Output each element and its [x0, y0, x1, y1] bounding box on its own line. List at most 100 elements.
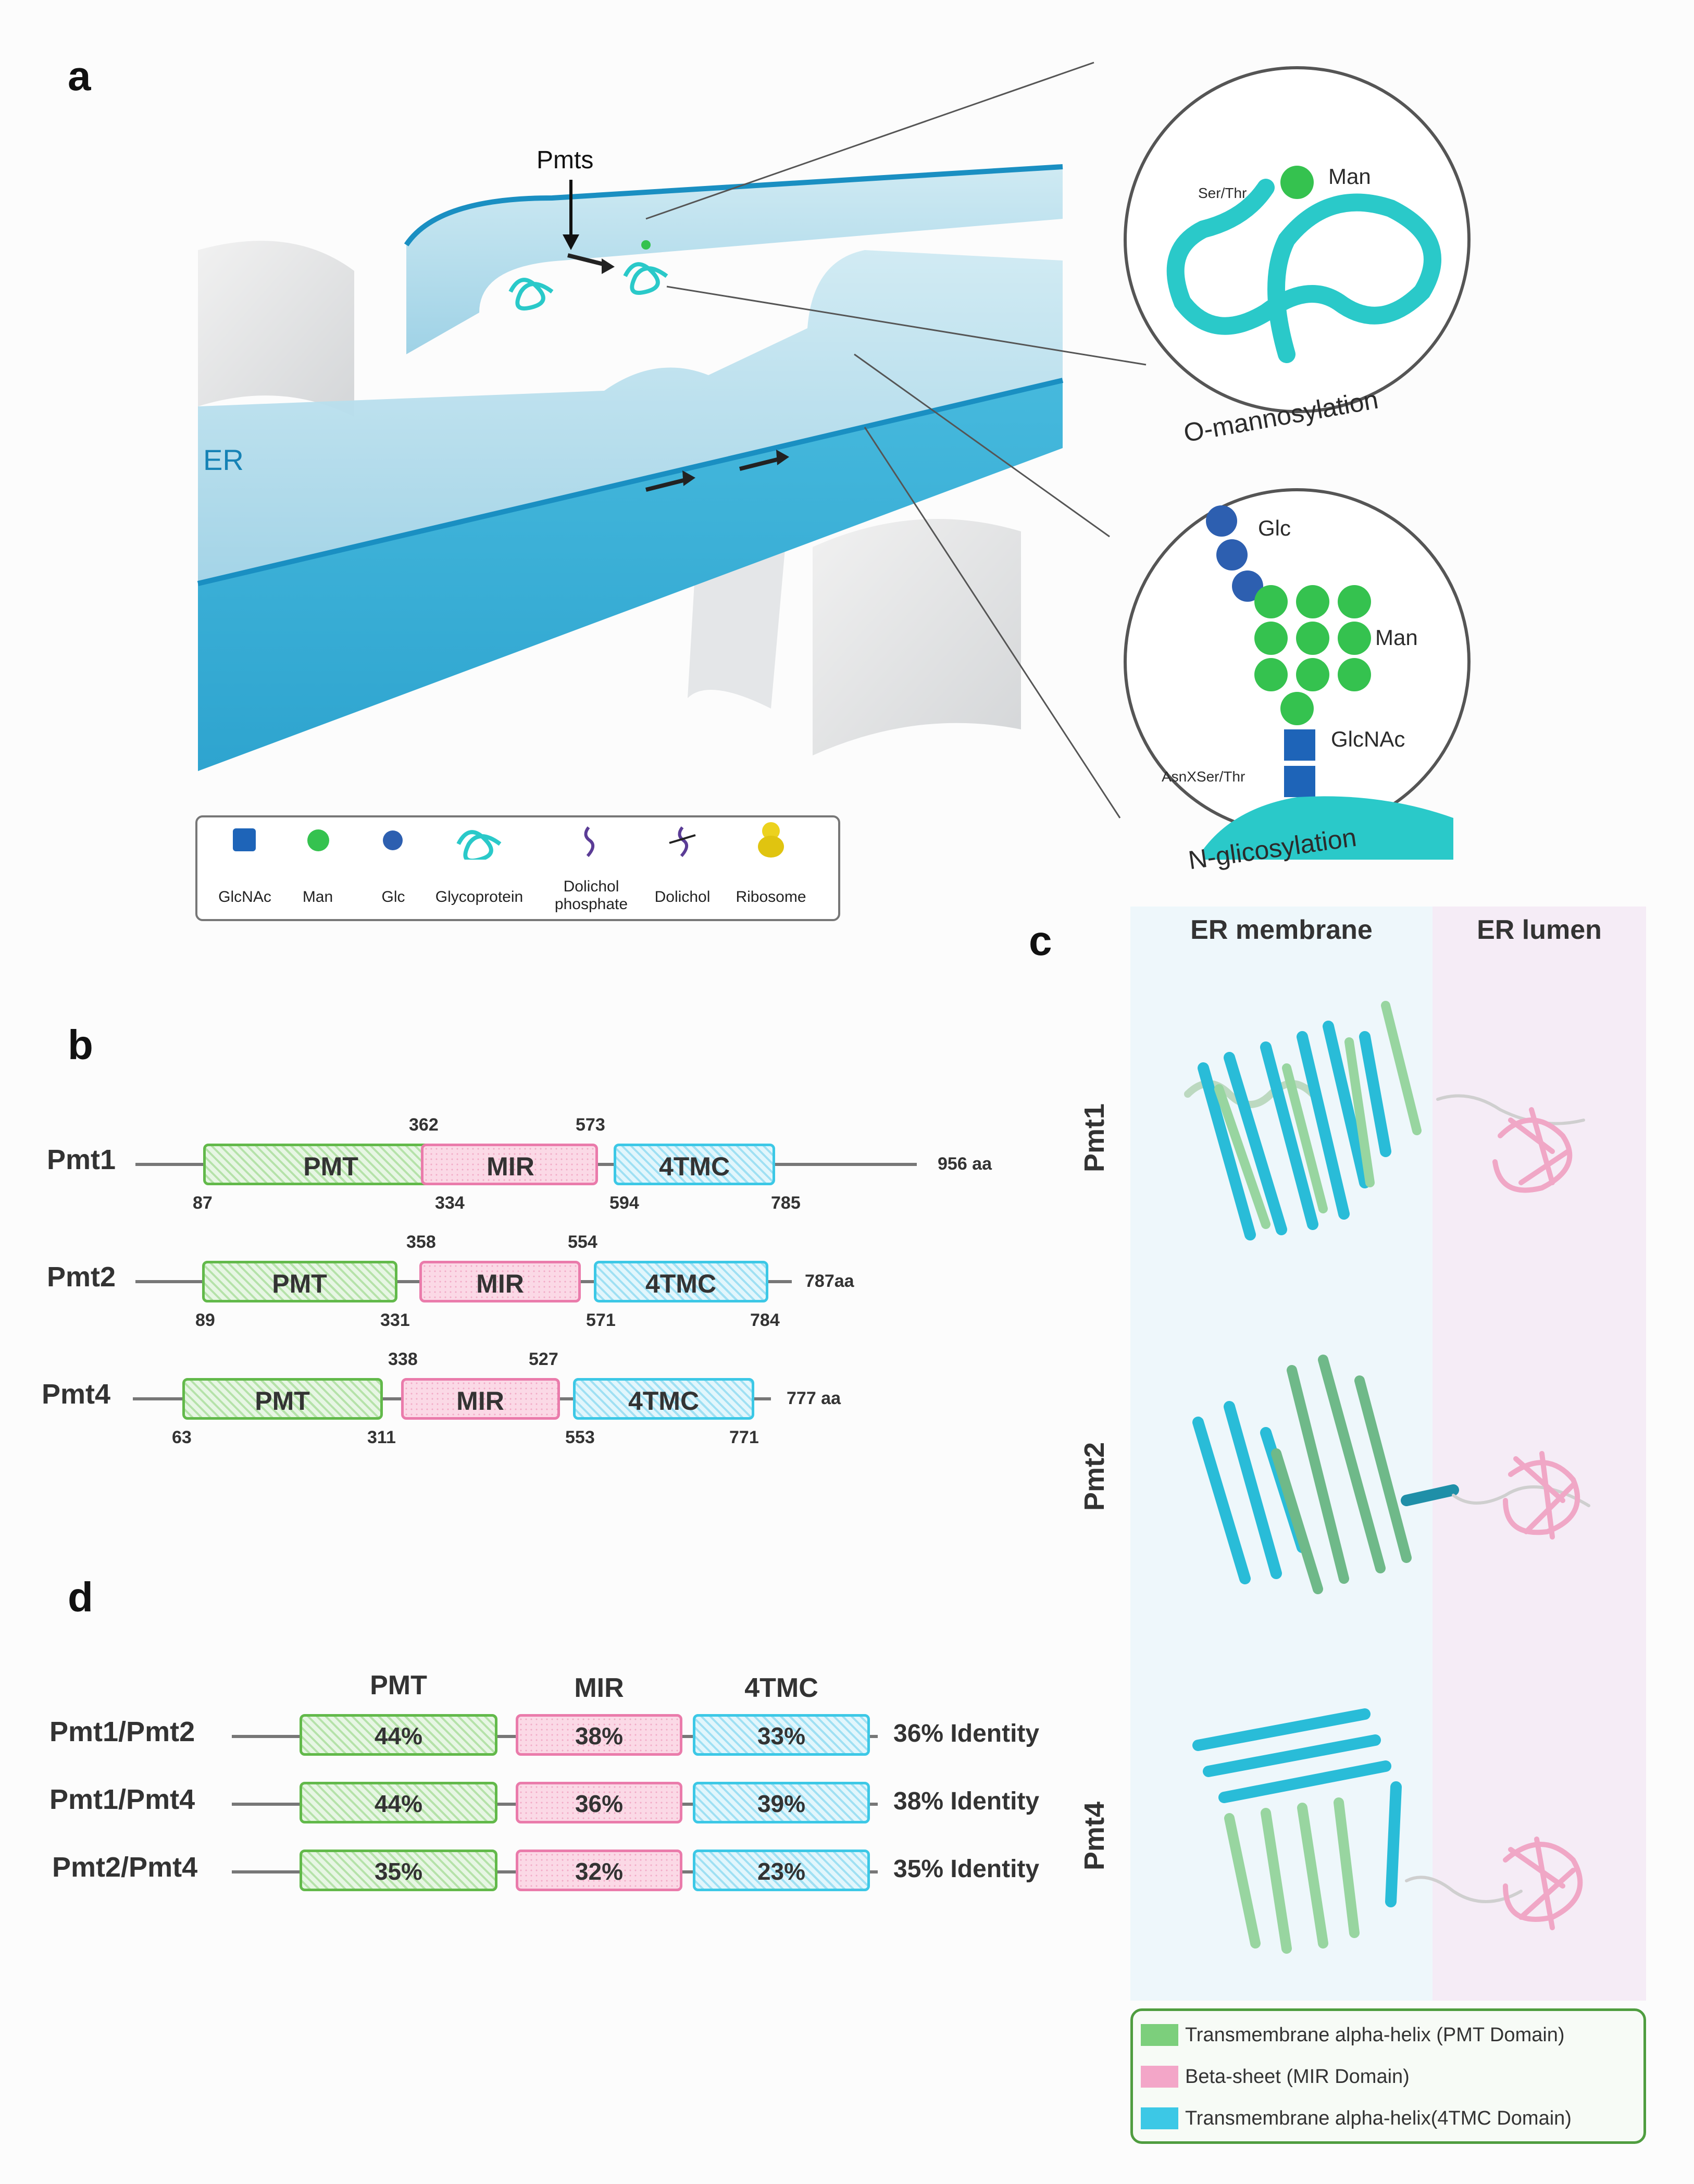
legend-pmt-text: Transmembrane alpha-helix (PMT Domain): [1185, 2024, 1565, 2046]
row3-identity: 35% Identity: [893, 1855, 1040, 1883]
legend-glcnac-icon: [233, 828, 256, 851]
legend-label-glc: Glc: [381, 888, 405, 905]
row3-4tmc-value: 23%: [757, 1858, 806, 1885]
pmt2-pmt-end: 331: [380, 1310, 410, 1330]
pmt1-pmt-domain: [203, 1144, 458, 1185]
pmt4-mir-domain: [401, 1378, 560, 1420]
er-label: ER: [203, 443, 244, 476]
pmt1-mir-label: MIR: [487, 1152, 534, 1181]
er-membrane-label: ER membrane: [1190, 915, 1373, 945]
row3-mir-box: [516, 1850, 682, 1891]
n-glycosylation-zoom: [1124, 488, 1471, 860]
n-glcnac-label: GlcNAc: [1331, 727, 1405, 751]
pmt4-pmt-domain: [182, 1378, 383, 1420]
pmt4-4tmc-end: 771: [729, 1428, 759, 1447]
pmt4-name: Pmt4: [42, 1379, 111, 1410]
pmt1-4tmc-label: 4TMC: [658, 1152, 730, 1181]
pmt4-4tmc-start: 553: [565, 1428, 595, 1447]
pmt4-pmt-end: 311: [367, 1428, 396, 1447]
n-residue-label: AsnXSer/Thr: [1162, 768, 1245, 785]
pmt1-pmt-label: PMT: [303, 1152, 358, 1181]
structure-pmt2-label: Pmt2: [1079, 1442, 1110, 1511]
legend-glycoprotein-icon: [456, 830, 502, 860]
pmt1-structure: [1184, 1001, 1585, 1240]
pmt4-4tmc-domain: [573, 1378, 754, 1420]
pmt4-mir-label: MIR: [456, 1386, 504, 1416]
pmt2-mir-start: 358: [406, 1232, 436, 1252]
legend-mir-text: Beta-sheet (MIR Domain): [1185, 2066, 1410, 2088]
panel-d-letter: d: [68, 1574, 93, 1620]
row2-mir-box: [516, 1782, 682, 1823]
row2-identity: 38% Identity: [893, 1788, 1040, 1815]
pmt4-length: 777 aa: [787, 1388, 841, 1408]
row2-pmt-box: [300, 1782, 497, 1823]
legend-label-glcnac: GlcNAc: [218, 888, 271, 905]
row2-pair: Pmt1/Pmt4: [49, 1784, 195, 1815]
row2-4tmc-box: [693, 1782, 870, 1823]
legend-4tmc-swatch: [1141, 2107, 1178, 2129]
o-mannosylation-zoom: [1124, 66, 1471, 413]
row1-identity: 36% Identity: [893, 1720, 1040, 1747]
pmt2-structure: [1192, 1355, 1590, 1594]
pmt1-mir-end: 573: [576, 1115, 605, 1135]
legend-dolichol-icon: [669, 826, 696, 858]
pmt1-mir-start: 362: [409, 1115, 439, 1135]
legend-label-ribosome: Ribosome: [736, 888, 806, 905]
pmts-label: Pmts: [537, 146, 594, 174]
legend-ribosome-icon: [758, 822, 784, 859]
row1-pair: Pmt1/Pmt2: [49, 1716, 195, 1747]
er-lumen-label: ER lumen: [1477, 915, 1602, 945]
pmt1-length: 956 aa: [938, 1154, 992, 1174]
panel-c-letter: c: [1029, 917, 1052, 964]
pmt2-mir-end: 554: [568, 1232, 597, 1252]
row2-pmt-value: 44%: [374, 1790, 423, 1817]
legend-mir-swatch: [1141, 2066, 1178, 2088]
pmt1-mir-domain: [421, 1144, 598, 1185]
pmt2-4tmc-label: 4TMC: [645, 1269, 717, 1298]
pmt2-pmt-start: 89: [195, 1310, 215, 1330]
row3-4tmc-box: [693, 1850, 870, 1891]
pmt2-4tmc-end: 784: [750, 1310, 780, 1330]
legend-dolichol-phosphate-icon: [584, 826, 594, 858]
pmt1-pmt-end: 334: [435, 1193, 465, 1213]
pmt4-mir-start: 338: [388, 1349, 418, 1369]
row3-mir-value: 32%: [575, 1858, 624, 1885]
row2-4tmc-value: 39%: [757, 1790, 806, 1817]
legend-label-dolichol-phosphate-line1: Dolichol: [563, 878, 619, 895]
n-glc-label: Glc: [1258, 516, 1291, 540]
pmt2-length: 787aa: [805, 1271, 854, 1291]
pmt2-4tmc-start: 571: [586, 1310, 616, 1330]
pmt2-pmt-domain: [202, 1261, 397, 1302]
legend-4tmc-text: Transmembrane alpha-helix(4TMC Domain): [1185, 2107, 1572, 2129]
pmt4-mir-end: 527: [529, 1349, 558, 1369]
legend-glc-icon: [383, 830, 403, 850]
panel-b-letter: b: [68, 1022, 93, 1068]
pmt2-mir-label: MIR: [476, 1269, 524, 1298]
pmt1-4tmc-end: 785: [771, 1193, 801, 1213]
o-man-sugar-label: Man: [1328, 164, 1371, 189]
row3-pair: Pmt2/Pmt4: [52, 1852, 198, 1883]
row1-mir-value: 38%: [575, 1722, 624, 1749]
zoom-connectors: [645, 61, 1147, 818]
pmt1-pmt-start: 87: [193, 1193, 213, 1213]
legend-label-dolichol-phosphate-line2: phosphate: [554, 896, 628, 913]
row3-pmt-box: [300, 1850, 497, 1891]
pmts-arrow: [569, 180, 572, 237]
structure-pmt1-label: Pmt1: [1079, 1103, 1110, 1172]
row1-pmt-value: 44%: [374, 1722, 423, 1749]
legend-label-glycoprotein: Glycoprotein: [435, 888, 524, 905]
legend-label-dolichol: Dolichol: [654, 888, 711, 905]
row1-4tmc-value: 33%: [757, 1722, 806, 1749]
row1-4tmc-box: [693, 1714, 870, 1756]
pmt2-pmt-label: PMT: [272, 1269, 327, 1298]
row3-pmt-value: 35%: [374, 1858, 423, 1885]
structure-pmt4-label: Pmt4: [1079, 1801, 1110, 1870]
col-header-mir: MIR: [574, 1673, 624, 1703]
panel-a-legend: [195, 815, 840, 921]
pmt1-name: Pmt1: [47, 1144, 116, 1175]
pmt4-4tmc-label: 4TMC: [628, 1386, 700, 1416]
n-man-label: Man: [1375, 625, 1418, 650]
panel-c-legend: [1130, 2008, 1646, 2144]
pmt2-mir-domain: [419, 1261, 581, 1302]
